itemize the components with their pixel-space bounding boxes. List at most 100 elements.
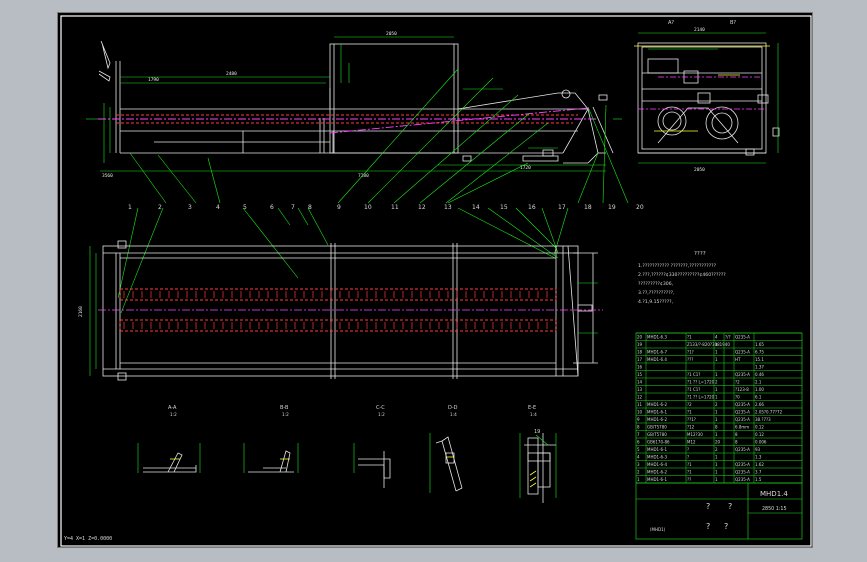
balloon-6: 6 <box>270 204 274 211</box>
bom-cell: 2.05?0.77?72 <box>755 410 783 415</box>
bom-cell: Q235-A <box>735 410 750 415</box>
bom-cell: MHD1-6.4 <box>647 357 667 362</box>
bom-cell: ?/? <box>725 335 731 340</box>
bom-cell: 1 <box>637 477 640 482</box>
bom-cell: 17 <box>637 357 643 362</box>
side-view-hidden-lines <box>116 114 578 124</box>
section-views <box>143 433 556 503</box>
note-line-2: 2.???,??????¢330?????????¢460?????? <box>638 272 726 278</box>
balloon-10: 10 <box>364 204 372 211</box>
balloon-11: 11 <box>391 204 399 211</box>
bom-cell: 5 <box>637 447 640 452</box>
bom-cell: GB6170-86 <box>647 440 670 445</box>
end-view-center-lines <box>638 76 766 110</box>
bom-cell: 6 <box>637 440 640 445</box>
note-line-4: 3.??,??????????, <box>638 290 675 296</box>
plan-dim: 2160 <box>78 306 84 317</box>
section-balloon: 19 <box>534 429 540 435</box>
technical-notes: ???? 1.??????????? ???????,??????????? 2… <box>638 251 726 305</box>
bom-cell: M12?30 <box>687 432 703 437</box>
bom-cell: Q235-A <box>735 350 750 355</box>
bom-cell: 11 <box>637 402 643 407</box>
section-title: E-E <box>528 405 536 411</box>
bom-cell: Q235-A <box>735 417 750 422</box>
section-labels: A-A1:2B-B1:2C-C1:2D-D1:4E-E1:4 <box>168 405 537 417</box>
bom-cell: GB/T5780 <box>647 432 667 437</box>
end-view-label-a: A? <box>668 20 674 26</box>
bom-cell: 1 <box>715 395 718 400</box>
balloon-8: 8 <box>308 204 312 211</box>
bom-cell: Q235-A <box>735 447 750 452</box>
section-title: C-C <box>376 405 385 411</box>
bom-cell: 1.3 <box>755 455 762 460</box>
bom-cell: 8 <box>735 432 738 437</box>
bom-cell: 0.12 <box>755 425 764 430</box>
bom-cell: 6.8mm <box>735 425 749 430</box>
side-dim-6: 3560 <box>102 173 113 179</box>
bom-cell: Q235-A <box>735 462 750 467</box>
side-view-center-lines <box>98 107 598 134</box>
bom-cell: 19 <box>637 342 643 347</box>
bom-cell: MHD1-6-1 <box>647 410 668 415</box>
title-unknown-4: ? <box>724 522 728 531</box>
balloon-16: 16 <box>528 204 536 211</box>
balloon-14: 14 <box>472 204 480 211</box>
bom-cell: 6.1 <box>755 395 762 400</box>
bom-cell: 2 <box>715 380 718 385</box>
section-dimensions <box>137 433 557 498</box>
bom-cell: 1 <box>715 477 718 482</box>
bom-cell: MHD1-6-7 <box>647 350 668 355</box>
bom-cell: 1 <box>715 350 718 355</box>
bom-cell: ?123-8 <box>735 387 749 392</box>
bom-cell: 1 <box>715 357 718 362</box>
section-balloon-leader <box>535 434 549 446</box>
plan-view-slots <box>123 291 548 329</box>
bom-cell: ?? <box>687 477 691 482</box>
bom-cell: 13 <box>637 387 643 392</box>
bom-cell: 20 <box>637 335 643 340</box>
bom-cell: 8 <box>735 440 738 445</box>
bom-cell: 93 <box>755 447 761 452</box>
cad-drawing-sheet[interactable]: 2480 2050 1790 7280 1720 3560 <box>57 12 813 548</box>
bom-cell: 15.1 <box>755 357 764 362</box>
bom-cell: 10 <box>637 410 643 415</box>
title-small-note: (MHD1) <box>650 527 666 532</box>
note-line-5: 4.?1,9.15?????, <box>638 299 674 305</box>
bom-cell: 1 <box>715 462 718 467</box>
bom-cell: 9 <box>637 417 640 422</box>
bom-cell: 4 <box>715 335 718 340</box>
bom-cell: 7 <box>637 432 640 437</box>
bom-cell: ??? <box>687 357 693 362</box>
balloon-3: 3 <box>188 204 192 211</box>
bom-cell: 16 <box>637 365 643 370</box>
side-dim-3: 1790 <box>148 77 159 83</box>
plan-view <box>102 240 598 381</box>
bom-cell: 1 <box>715 455 718 460</box>
cad-canvas[interactable]: 2480 2050 1790 7280 1720 3560 <box>58 13 813 548</box>
title-scale: 2850 1:15 <box>762 506 787 512</box>
bom-cell: Q235-A <box>735 470 750 475</box>
bom-cell: 1.65 <box>755 342 764 347</box>
balloon-5: 5 <box>243 204 247 211</box>
bom-cell: Q235-A <box>735 477 750 482</box>
bom-cell: ?1 C1? <box>687 387 700 392</box>
bom-cell: 4 <box>637 455 640 460</box>
balloon-19: 19 <box>608 204 616 211</box>
plan-view-hidden-lines <box>119 288 557 332</box>
bom-cell: 1 <box>715 387 718 392</box>
title-block <box>635 482 803 540</box>
bom-cell: ?12 <box>687 425 695 430</box>
bom-cell: 1 <box>715 342 718 347</box>
bom-cell: ?2 <box>735 380 740 385</box>
bom-cell: MHD1-6-1 <box>647 447 668 452</box>
balloon-20: 20 <box>636 204 644 211</box>
section-scale: 1:4 <box>450 412 457 417</box>
bom-cell: ?1 <box>687 335 692 340</box>
bom-cell: 1 <box>715 417 718 422</box>
bom-cell: ??1? <box>687 417 696 422</box>
section-scale: 1:4 <box>530 412 537 417</box>
balloon-18: 18 <box>584 204 592 211</box>
bom-cell: 1.37 <box>755 365 764 370</box>
